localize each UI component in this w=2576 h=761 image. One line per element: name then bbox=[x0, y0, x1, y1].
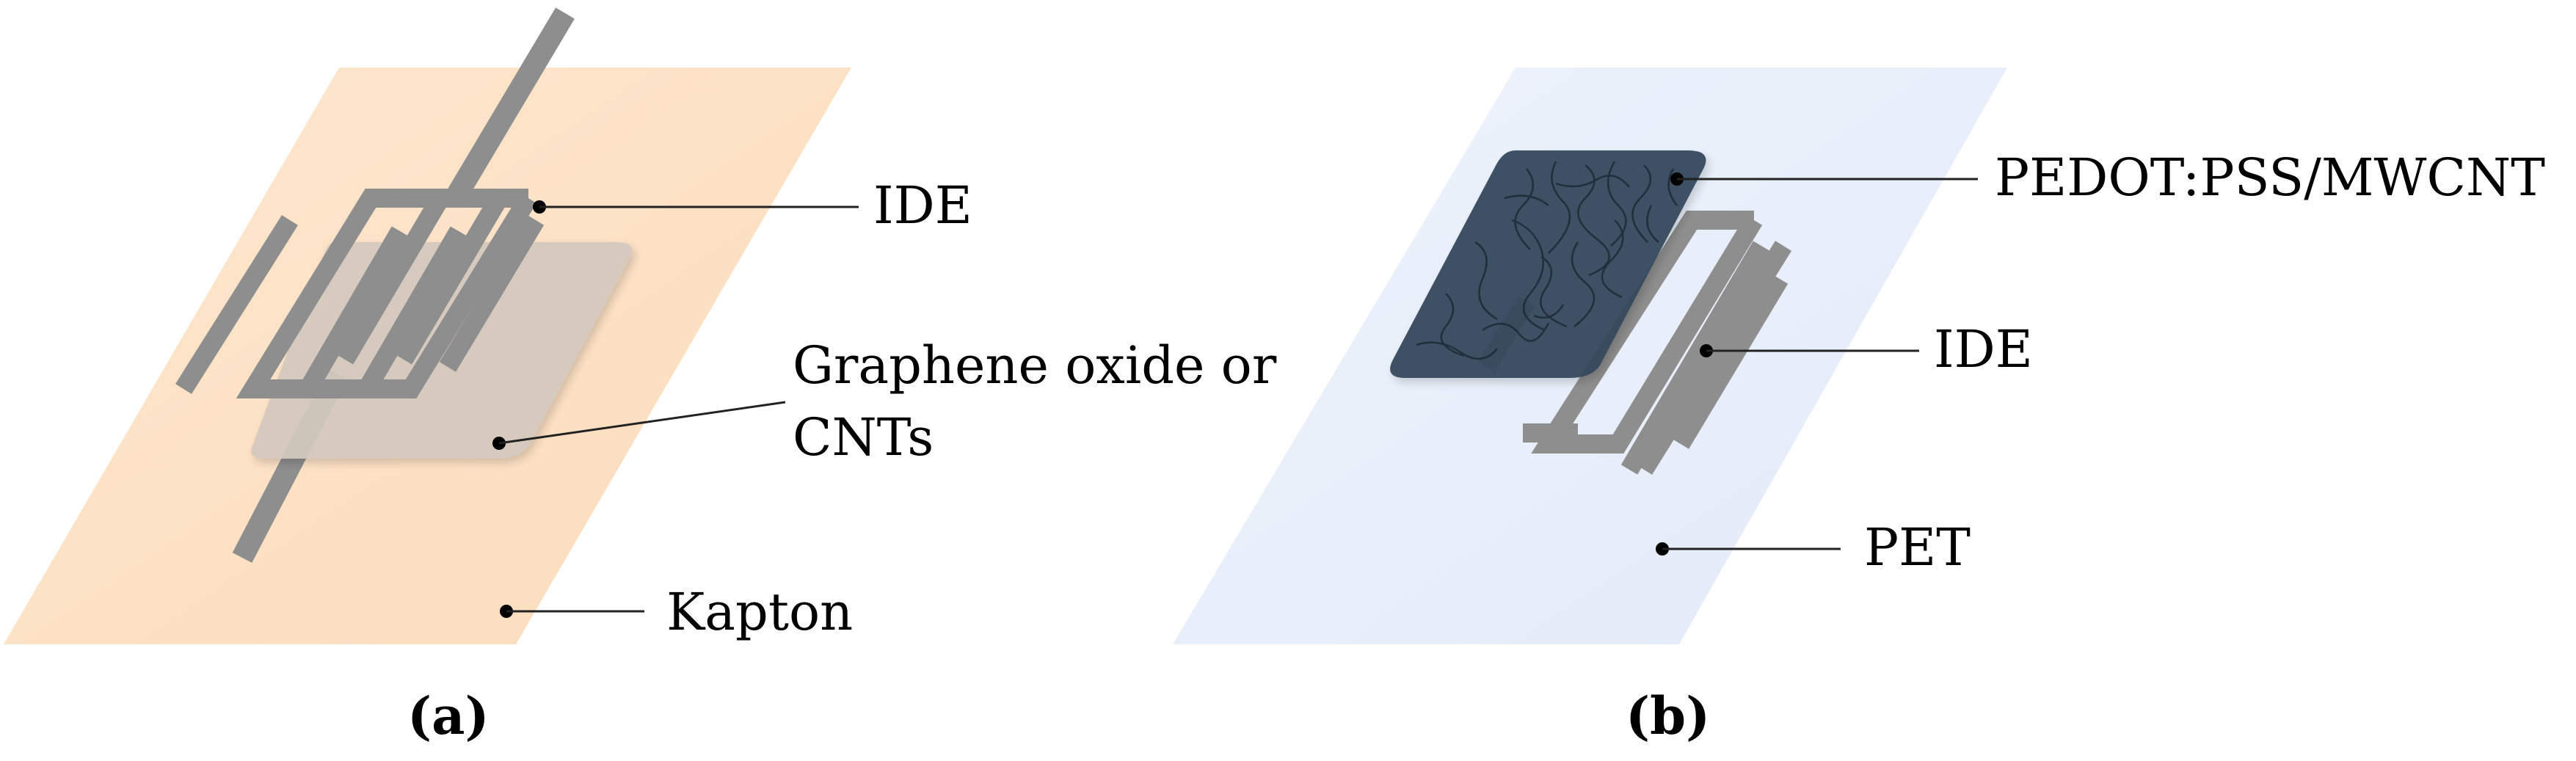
sensing-label-a-line1: Graphene oxide or bbox=[793, 335, 1277, 396]
caption-a: (a) bbox=[407, 685, 490, 746]
substrate-label-b: PET bbox=[1864, 517, 1971, 578]
pedot-sensing-layer bbox=[1390, 150, 1706, 378]
caption-b: (b) bbox=[1626, 685, 1710, 746]
panel-b: PEDOT:PSS/MWCNT IDE PET (b) bbox=[1173, 68, 2545, 746]
sensing-label-a-line2: CNTs bbox=[793, 407, 934, 467]
ide-electrode-a bbox=[175, 189, 545, 398]
sensing-leader-a bbox=[498, 401, 786, 445]
ide-label-b: IDE bbox=[1934, 319, 2033, 379]
panel-a: IDE Graphene oxide or CNTs Kapton (a) bbox=[4, 7, 1277, 746]
sensing-label-b: PEDOT:PSS/MWCNT bbox=[1995, 148, 2545, 208]
substrate-label-a: Kapton bbox=[666, 582, 853, 642]
ide-lead-top bbox=[445, 7, 575, 204]
ide-label-a: IDE bbox=[873, 175, 972, 236]
